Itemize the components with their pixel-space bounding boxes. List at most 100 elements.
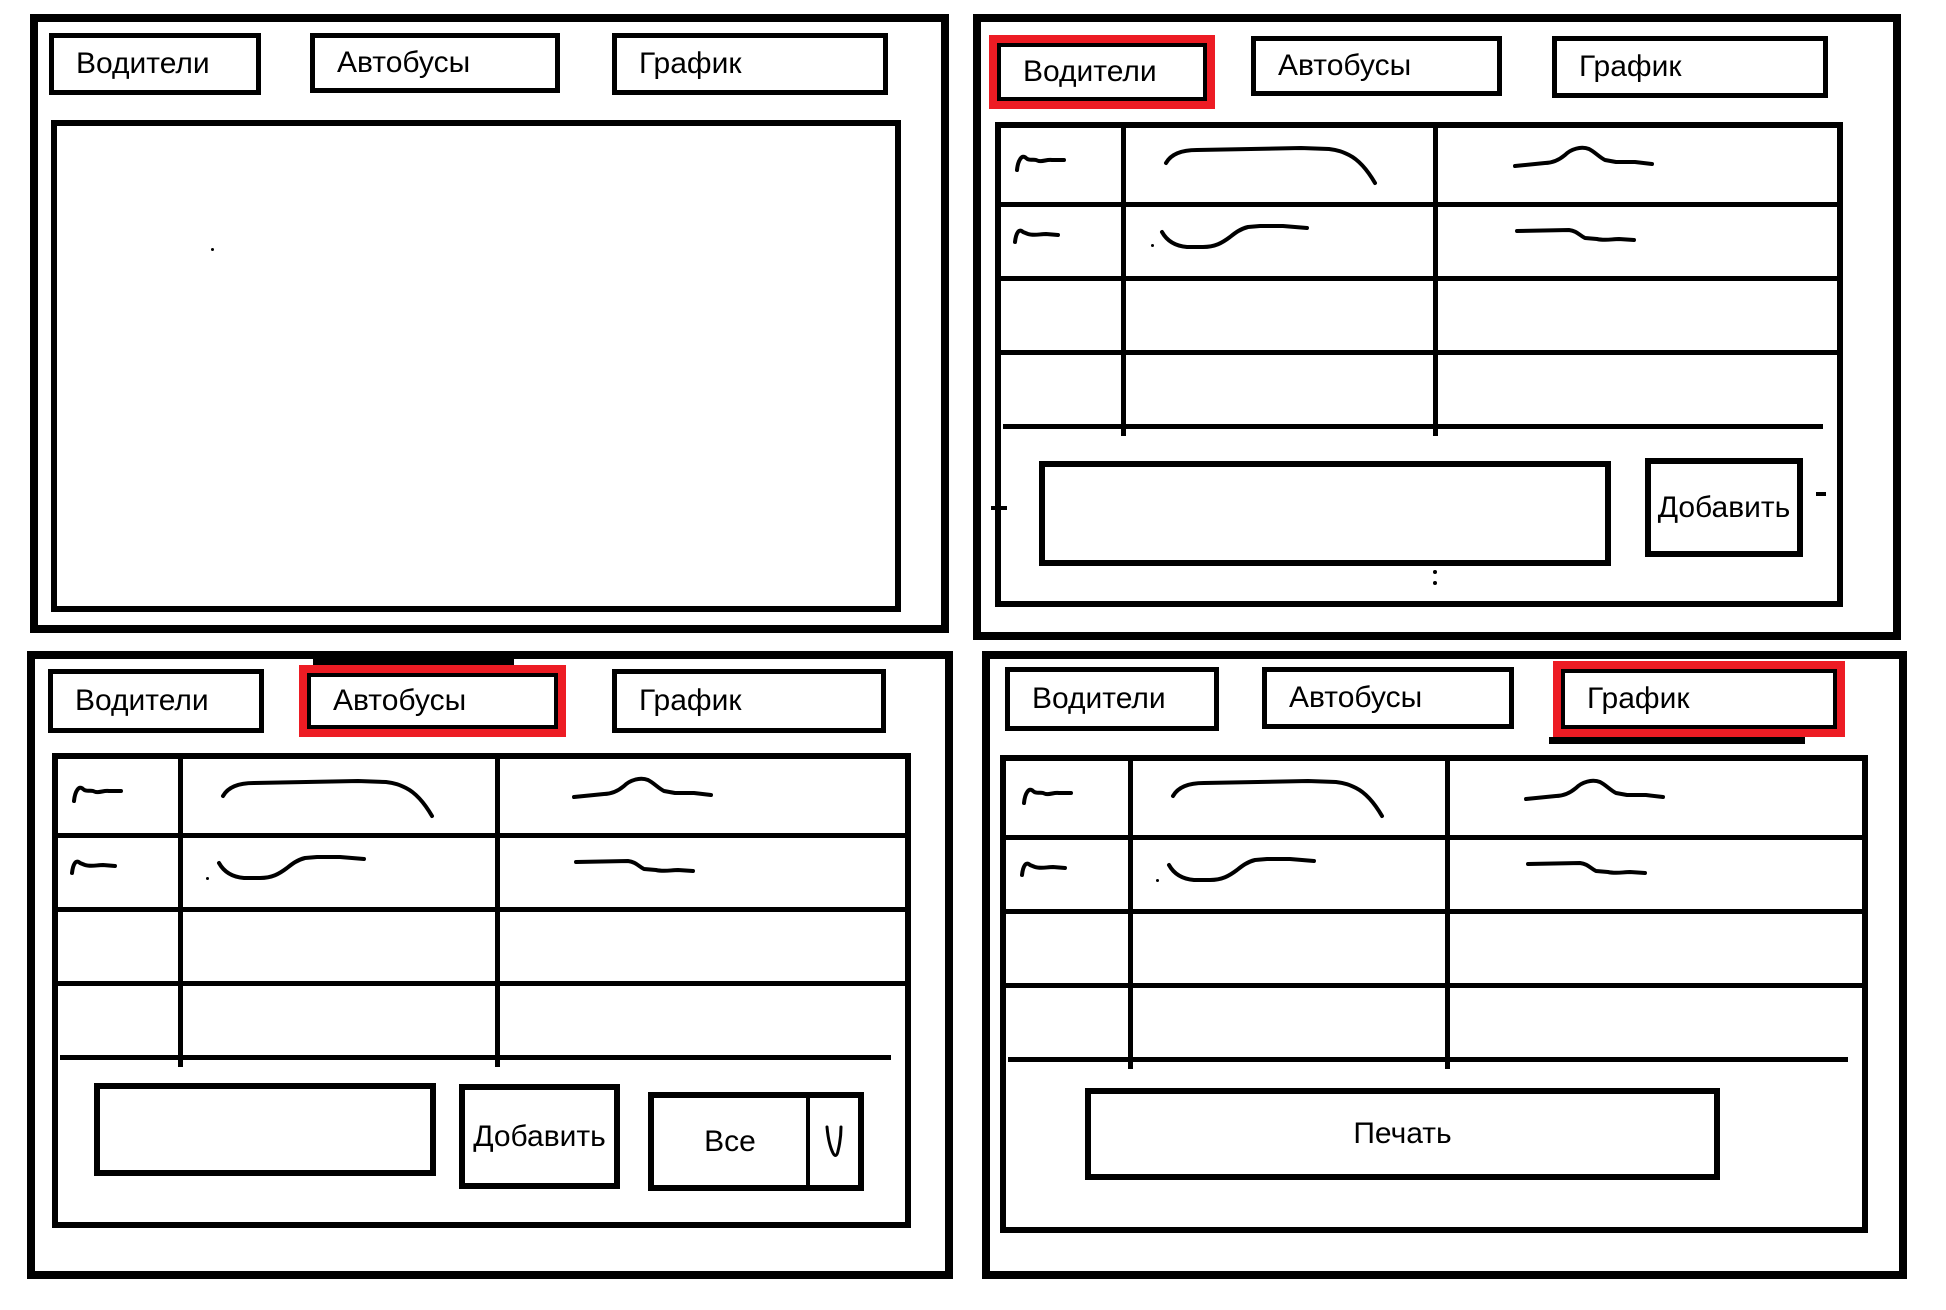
cell-text-scribble <box>1015 154 1066 172</box>
buses-table-area: Добавить Все <box>52 753 911 1228</box>
tab-drivers[interactable]: Водители <box>48 669 264 733</box>
tab-label: Водители <box>1032 682 1166 715</box>
table-grid-line <box>1008 1057 1848 1062</box>
tab-label: Автобусы <box>333 684 467 717</box>
table-grid-line <box>1001 276 1837 281</box>
new-bus-input[interactable] <box>94 1083 436 1176</box>
table-grid-line <box>1001 350 1837 355</box>
table-grid-line <box>495 759 500 1067</box>
table-row[interactable] <box>58 833 905 907</box>
add-bus-button[interactable]: Добавить <box>459 1084 620 1189</box>
tab-schedule[interactable]: График <box>1552 36 1828 98</box>
tab-label: Водители <box>76 47 210 80</box>
panel-buses: Водители Автобусы График <box>27 651 953 1279</box>
cell-text-scribble <box>1524 778 1665 801</box>
tab-schedule[interactable]: График <box>1549 661 1845 744</box>
cell-text-scribble <box>72 785 123 803</box>
add-driver-button[interactable]: Добавить <box>1645 458 1803 557</box>
tab-label: График <box>639 684 742 717</box>
table-row[interactable] <box>1006 909 1862 983</box>
panel-drivers: Водители Автобусы График <box>973 14 1901 640</box>
tab-label: Водители <box>1023 55 1157 88</box>
table-grid-line <box>1001 202 1837 207</box>
tab-schedule[interactable]: График <box>612 33 888 95</box>
panel-schedule: Водители Автобусы График <box>982 651 1907 1279</box>
cell-text-scribble <box>217 855 366 880</box>
tab-drivers[interactable]: Водители <box>989 35 1215 109</box>
table-grid-line <box>1003 424 1823 429</box>
table-row[interactable] <box>58 759 905 833</box>
table-grid-line <box>58 833 905 838</box>
ink-artifact <box>1151 244 1154 247</box>
tab-buses[interactable]: Автобусы <box>1251 36 1502 96</box>
table-row[interactable] <box>1001 128 1837 202</box>
cell-text-scribble <box>1022 787 1073 805</box>
table-row[interactable] <box>58 907 905 981</box>
cell-text-scribble <box>70 859 117 875</box>
table-grid-line <box>1128 761 1133 1069</box>
ink-artifact <box>206 877 209 880</box>
table-grid-line <box>1006 909 1862 914</box>
cell-text-scribble <box>572 776 713 799</box>
table-grid-line <box>58 907 905 912</box>
new-driver-input[interactable] <box>1039 461 1611 566</box>
ink-artifact <box>1816 492 1826 496</box>
bus-filter-dropdown[interactable]: Все <box>648 1092 864 1191</box>
table-grid-line <box>1006 983 1862 988</box>
tab-label: График <box>639 47 742 80</box>
cell-text-scribble <box>574 859 695 873</box>
cell-text-scribble <box>1160 224 1309 249</box>
table-grid-line <box>58 981 905 986</box>
table-row[interactable] <box>58 981 905 1055</box>
drivers-table-area: Добавить <box>991 122 1843 607</box>
panel-blank: Водители Автобусы График <box>30 14 949 633</box>
cell-text-scribble <box>1526 861 1647 875</box>
content-area <box>51 120 901 612</box>
cell-text-scribble <box>1513 145 1654 168</box>
table-row[interactable] <box>1006 761 1862 835</box>
cell-text-scribble <box>1164 146 1377 185</box>
ink-artifact <box>211 248 214 251</box>
cell-text-scribble <box>1013 228 1060 244</box>
table-grid-line <box>1121 128 1126 436</box>
table-grid-line <box>1433 128 1438 436</box>
tab-label: Водители <box>75 684 209 717</box>
table-row[interactable] <box>1006 983 1862 1057</box>
cell-text-scribble <box>1171 779 1384 818</box>
tab-label: Автобусы <box>337 46 471 79</box>
tab-buses[interactable]: Автобусы <box>299 658 566 737</box>
table-grid-line <box>1006 835 1862 840</box>
cell-text-scribble <box>1020 861 1067 877</box>
tab-drivers[interactable]: Водители <box>49 33 261 95</box>
ink-artifact <box>991 506 1007 510</box>
ink-artifact <box>1156 879 1159 882</box>
table-row[interactable] <box>1006 835 1862 909</box>
cell-text-scribble <box>1167 857 1316 882</box>
tab-label: График <box>1579 50 1682 83</box>
add-button-label: Добавить <box>1657 490 1791 524</box>
table-row[interactable] <box>1001 276 1837 350</box>
ink-artifact <box>1433 581 1437 585</box>
tab-label: Автобусы <box>1289 681 1423 714</box>
tab-label: Автобусы <box>1278 49 1412 82</box>
table-grid-line <box>60 1055 891 1060</box>
dropdown-value-label: Все <box>704 1124 756 1158</box>
table-row[interactable] <box>1001 202 1837 276</box>
dropdown-arrow-icon[interactable] <box>806 1098 858 1185</box>
print-button-label: Печать <box>1353 1117 1452 1150</box>
tab-label: График <box>1587 682 1690 715</box>
tab-buses[interactable]: Автобусы <box>310 33 560 93</box>
print-button[interactable]: Печать <box>1085 1088 1720 1180</box>
tab-drivers[interactable]: Водители <box>1005 667 1219 731</box>
table-row[interactable] <box>1001 350 1837 424</box>
table-grid-line <box>1445 761 1450 1069</box>
table-grid-line <box>178 759 183 1067</box>
ink-artifact <box>1433 570 1437 574</box>
cell-text-scribble <box>1515 228 1636 242</box>
schedule-table-area: Печать <box>1000 755 1868 1233</box>
cell-text-scribble <box>221 779 434 818</box>
tab-schedule[interactable]: График <box>612 669 886 733</box>
tab-buses[interactable]: Автобусы <box>1262 667 1514 729</box>
add-button-label: Добавить <box>473 1119 606 1153</box>
